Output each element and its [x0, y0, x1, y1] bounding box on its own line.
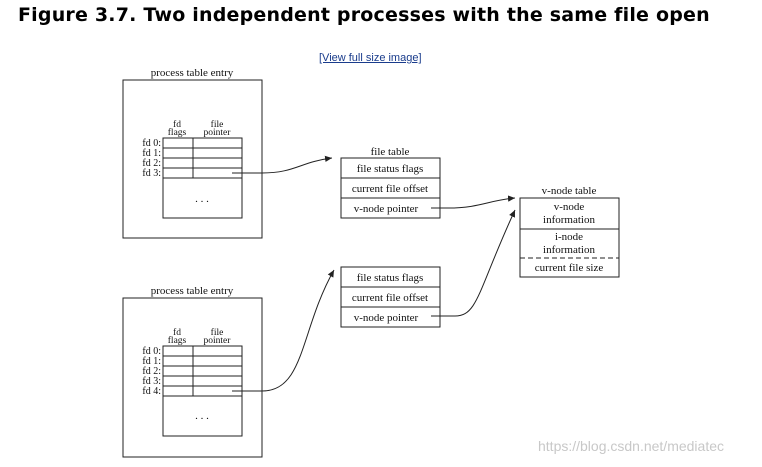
vnode-table-label: v-node table	[542, 185, 597, 197]
process-table-entry-label-2: process table entry	[151, 285, 234, 297]
vnode-pointer-1-arrow	[431, 195, 516, 209]
fd-row-label: fd 0:	[142, 138, 161, 149]
file-table-entry-1	[340, 157, 441, 219]
inode-information: information	[543, 244, 595, 256]
ellipsis: . . .	[195, 410, 209, 422]
fd-row-label: fd 2:	[142, 158, 161, 169]
fd-header-file-2: file	[211, 327, 224, 338]
vnode-table	[519, 197, 620, 278]
fd-header-flags-2: flags	[168, 335, 187, 346]
fd-header-flags-1: flags	[168, 127, 187, 138]
file-table-entry-2	[340, 266, 441, 328]
vnode-information: information	[543, 214, 595, 226]
current-file-offset: current file offset	[352, 183, 428, 195]
file-status-flags: file status flags	[357, 272, 424, 284]
fd3-to-file-table-arrow	[232, 155, 333, 174]
fd-header-file-1: file	[211, 119, 224, 130]
fd-header-fd-1: fd	[173, 119, 181, 130]
ellipsis: . . .	[195, 193, 209, 205]
vnode-pointer: v-node pointer	[354, 203, 419, 215]
vnode-information: v-node	[554, 201, 585, 213]
fd-row-label: fd 1:	[142, 148, 161, 159]
fd-table-2	[162, 345, 243, 437]
fd-header-pointer-1: pointer	[204, 128, 232, 138]
file-table-label: file table	[371, 146, 410, 158]
vnode-pointer: v-node pointer	[354, 312, 419, 324]
watermark: https://blog.csdn.net/mediatec	[538, 438, 724, 454]
process-table-entry-label-1: process table entry	[151, 67, 234, 79]
fd-table-1	[162, 137, 243, 219]
view-full-size-link[interactable]: [View full size image]	[319, 52, 422, 64]
fd-header-fd-2: fd	[173, 327, 181, 338]
fd-header-pointer-2: pointer	[204, 336, 232, 346]
fd-row-label: fd 2:	[142, 366, 161, 377]
file-status-flags: file status flags	[357, 163, 424, 175]
figure-title: Figure 3.7. Two independent processes wi…	[18, 4, 710, 26]
fd4-to-file-table-arrow	[232, 269, 335, 392]
fd-row-label: fd 3:	[142, 376, 161, 387]
fd-row-label: fd 3:	[142, 168, 161, 179]
fd-row-label: fd 4:	[142, 386, 161, 397]
fd-row-label: fd 1:	[142, 356, 161, 367]
inode-information: i-node	[555, 231, 583, 243]
vnode-pointer-2-arrow	[431, 209, 516, 317]
current-file-offset: current file offset	[352, 292, 428, 304]
current-file-size: current file size	[535, 262, 604, 274]
fd-row-label: fd 0:	[142, 346, 161, 357]
